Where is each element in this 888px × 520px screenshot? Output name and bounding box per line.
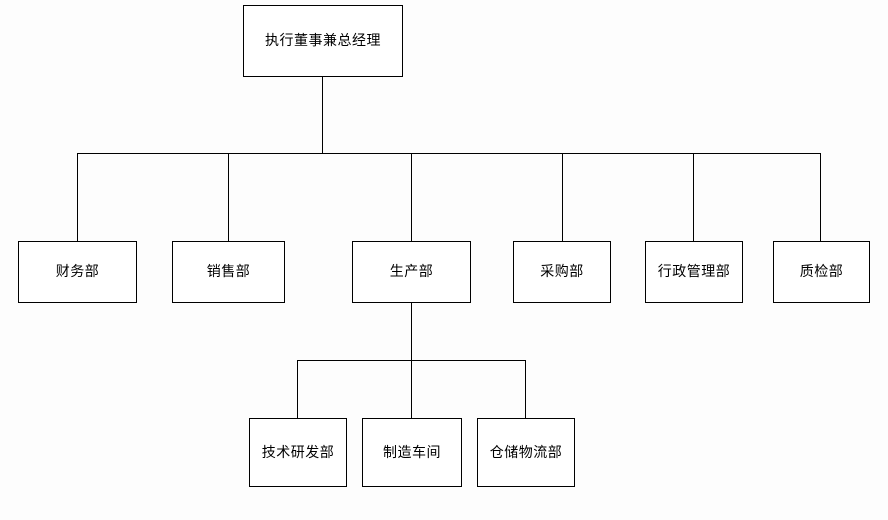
node-label: 销售部 bbox=[206, 264, 251, 280]
node-finance-department[interactable]: 财务部 bbox=[18, 241, 137, 303]
node-label: 财务部 bbox=[55, 264, 100, 280]
connector-production-drop bbox=[411, 303, 412, 361]
node-label: 行政管理部 bbox=[657, 264, 731, 280]
node-label: 质检部 bbox=[799, 264, 844, 280]
node-label: 仓储物流部 bbox=[489, 444, 563, 461]
connector-level2-bus bbox=[77, 153, 821, 154]
connector-drop-production bbox=[411, 153, 412, 241]
node-label: 制造车间 bbox=[383, 444, 441, 461]
connector-drop-sales bbox=[228, 153, 229, 241]
node-label: 采购部 bbox=[540, 264, 584, 280]
node-logistics-department[interactable]: 仓储物流部 bbox=[477, 418, 575, 487]
node-quality-department[interactable]: 质检部 bbox=[773, 241, 870, 303]
node-procurement-department[interactable]: 采购部 bbox=[513, 241, 611, 303]
node-label: 执行董事兼总经理 bbox=[265, 33, 381, 49]
node-label: 技术研发部 bbox=[261, 444, 335, 461]
node-executive-director[interactable]: 执行董事兼总经理 bbox=[243, 5, 403, 77]
node-manufacturing-workshop[interactable]: 制造车间 bbox=[362, 418, 462, 487]
node-rnd-department[interactable]: 技术研发部 bbox=[249, 418, 347, 487]
connector-drop-finance bbox=[77, 153, 78, 241]
node-sales-department[interactable]: 销售部 bbox=[172, 241, 285, 303]
node-label: 生产部 bbox=[389, 264, 434, 280]
connector-drop-rnd bbox=[297, 360, 298, 418]
connector-drop-logistics bbox=[525, 360, 526, 418]
connector-drop-administration bbox=[693, 153, 694, 241]
connector-drop-quality bbox=[820, 153, 821, 241]
node-production-department[interactable]: 生产部 bbox=[352, 241, 471, 303]
connector-root-drop bbox=[322, 77, 323, 153]
node-administration-department[interactable]: 行政管理部 bbox=[645, 241, 743, 303]
connector-drop-procurement bbox=[562, 153, 563, 241]
connector-drop-workshop bbox=[411, 360, 412, 418]
